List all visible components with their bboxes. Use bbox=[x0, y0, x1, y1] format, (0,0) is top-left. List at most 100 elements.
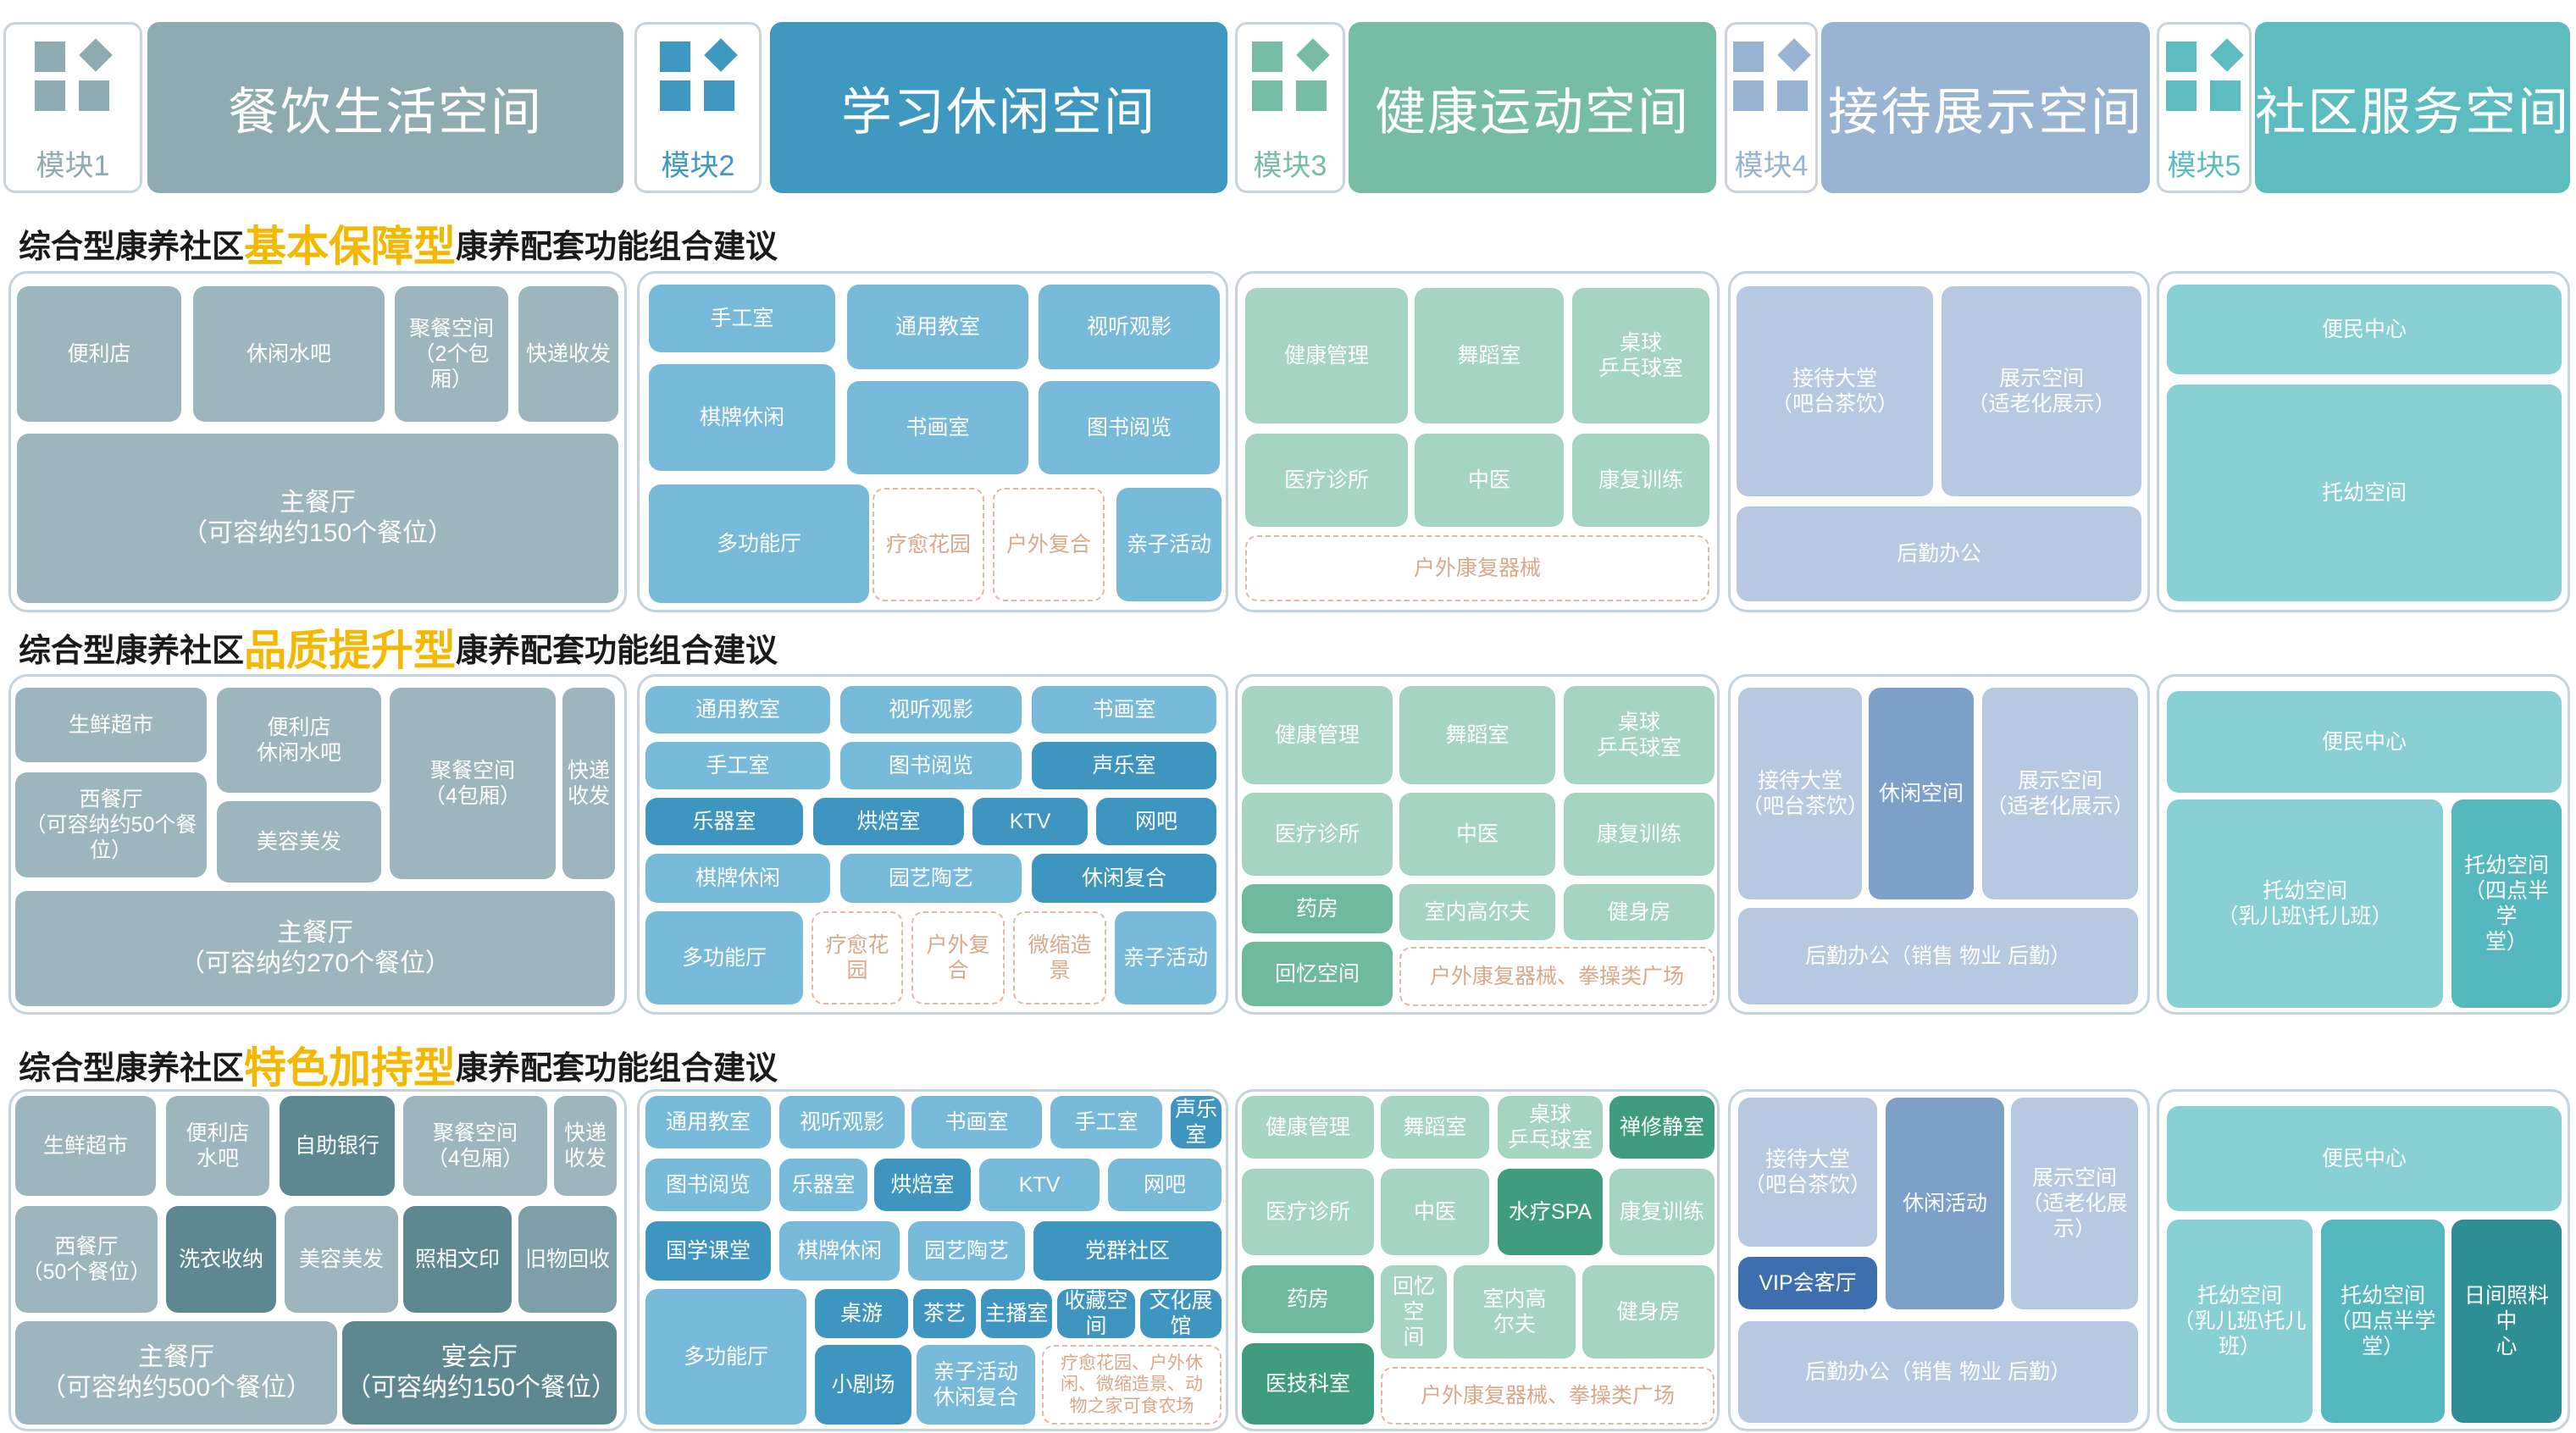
function-cell: 园艺陶艺 bbox=[840, 854, 1022, 903]
function-cell: KTV bbox=[972, 798, 1088, 845]
module-title: 健康运动空间 bbox=[1349, 22, 1716, 193]
function-cell: 手工室 bbox=[645, 742, 830, 789]
function-cell: 西餐厅（50个餐位） bbox=[15, 1206, 158, 1313]
function-cell: 健康管理 bbox=[1242, 1096, 1374, 1159]
function-cell: KTV bbox=[979, 1159, 1100, 1211]
function-cell: 快递收发 bbox=[554, 1096, 617, 1196]
function-cell: 聚餐空间（4包厢） bbox=[403, 1096, 547, 1196]
function-cell: VIP会客厅 bbox=[1738, 1257, 1877, 1309]
square-icon bbox=[35, 80, 65, 111]
function-cell: 康复训练 bbox=[1564, 793, 1715, 876]
function-cell: 回忆空间 bbox=[1381, 1265, 1447, 1358]
function-cell: 书画室 bbox=[1032, 686, 1216, 733]
function-cell: 健康管理 bbox=[1242, 686, 1393, 784]
section-title: 综合型康养社区基本保障型康养配套功能组合建议 bbox=[19, 213, 866, 273]
function-cell: 亲子活动休闲复合 bbox=[917, 1345, 1035, 1425]
function-cell: 中医 bbox=[1381, 1169, 1489, 1255]
function-cell: 乐器室 bbox=[645, 798, 803, 845]
function-cell: 中医 bbox=[1399, 793, 1555, 876]
function-cell: 多功能厅 bbox=[645, 911, 803, 1004]
function-cell: 手工室 bbox=[1050, 1096, 1162, 1148]
function-cell: 茶艺 bbox=[913, 1289, 976, 1338]
diamond-icon bbox=[79, 38, 113, 72]
module-icon-2: 模块2 bbox=[634, 22, 762, 193]
function-cell: 接待大堂（吧台茶饮） bbox=[1738, 688, 1869, 899]
square-icon bbox=[1733, 41, 1764, 72]
function-cell: 便利店水吧 bbox=[166, 1096, 269, 1196]
section-title-highlight: 特色加持型 bbox=[244, 1044, 457, 1092]
section-title-prefix: 综合型康养社区 bbox=[19, 229, 245, 265]
function-cell: 棋牌休闲 bbox=[649, 364, 835, 471]
function-cell: 便利店休闲水吧 bbox=[217, 688, 381, 793]
function-cell: 展示空间（适老化展示） bbox=[1982, 688, 2138, 899]
function-cell: 西餐厅（可容纳约50个餐位） bbox=[15, 772, 207, 877]
function-cell: 医技科室 bbox=[1242, 1343, 1374, 1425]
function-cell: 康复训练 bbox=[1572, 434, 1709, 527]
section-title: 综合型康养社区特色加持型康养配套功能组合建议 bbox=[19, 1035, 866, 1094]
function-cell: 托幼空间（乳儿班\托儿班） bbox=[2167, 1220, 2313, 1423]
square-icon bbox=[1777, 80, 1808, 111]
function-cell: 托幼空间（四点半学堂） bbox=[2451, 799, 2562, 1008]
square-icon bbox=[660, 41, 690, 72]
square-icon bbox=[704, 80, 734, 111]
function-cell: 美容美发 bbox=[217, 801, 381, 882]
function-cell: 网吧 bbox=[1108, 1159, 1222, 1211]
diamond-icon bbox=[1296, 38, 1330, 72]
function-cell: 乐器室 bbox=[779, 1159, 867, 1211]
function-cell: 棋牌休闲 bbox=[645, 854, 830, 903]
section-title-suffix: 康养配套功能组合建议 bbox=[456, 633, 778, 669]
function-cell: 户外复合 bbox=[993, 488, 1105, 601]
function-cell: 室内高尔夫 bbox=[1399, 884, 1555, 940]
module-label: 模块2 bbox=[661, 150, 735, 182]
section-title-highlight: 基本保障型 bbox=[244, 223, 457, 270]
square-icon bbox=[1733, 80, 1764, 111]
function-cell: 小剧场 bbox=[815, 1345, 911, 1425]
diamond-icon bbox=[1777, 38, 1811, 72]
function-cell: 中医 bbox=[1415, 434, 1564, 527]
function-cell: 通用教室 bbox=[645, 1096, 771, 1148]
function-cell: 便民中心 bbox=[2167, 285, 2562, 374]
function-cell: 展示空间（适老化展示） bbox=[2011, 1098, 2138, 1309]
function-cell: 便利店 bbox=[17, 286, 181, 422]
function-cell: 宴会厅（可容纳约150个餐位） bbox=[342, 1321, 617, 1425]
function-cell: 网吧 bbox=[1096, 798, 1216, 845]
function-cell: 休闲水吧 bbox=[193, 286, 385, 422]
function-cell: 医疗诊所 bbox=[1242, 793, 1393, 876]
function-cell: 棋牌休闲 bbox=[779, 1221, 900, 1281]
function-cell: 接待大堂（吧台茶饮） bbox=[1737, 286, 1933, 496]
function-cell: 户外康复器械、拳操类广场 bbox=[1381, 1367, 1715, 1425]
function-cell: 禅修静室 bbox=[1609, 1096, 1715, 1159]
function-cell: 休闲空间 bbox=[1869, 688, 1974, 899]
function-cell: 洗衣收纳 bbox=[166, 1206, 276, 1313]
function-cell: 水疗SPA bbox=[1498, 1169, 1603, 1255]
module-icon-3: 模块3 bbox=[1235, 22, 1345, 193]
function-cell: 托幼空间（四点半学堂） bbox=[2321, 1220, 2445, 1423]
function-cell: 视听观影 bbox=[1039, 285, 1220, 369]
diamond-icon bbox=[704, 38, 738, 72]
square-icon bbox=[1252, 41, 1282, 72]
section-title-suffix: 康养配套功能组合建议 bbox=[456, 1050, 778, 1087]
function-cell: 后勤办公（销售 物业 后勤） bbox=[1738, 908, 2138, 1004]
function-cell: 主餐厅（可容纳约150个餐位） bbox=[17, 434, 618, 603]
function-cell: 通用教室 bbox=[847, 285, 1028, 369]
function-cell: 接待大堂（吧台茶饮） bbox=[1738, 1098, 1877, 1247]
function-cell: 自助银行 bbox=[280, 1096, 395, 1196]
function-cell: 休闲复合 bbox=[1032, 854, 1216, 903]
module-title: 接待展示空间 bbox=[1821, 22, 2150, 193]
square-icon bbox=[660, 80, 690, 111]
function-cell: 回忆空间 bbox=[1242, 942, 1393, 1006]
function-cell: 舞蹈室 bbox=[1415, 288, 1564, 423]
function-cell: 药房 bbox=[1242, 1265, 1374, 1333]
section-title-suffix: 康养配套功能组合建议 bbox=[456, 229, 778, 265]
square-icon bbox=[2166, 41, 2197, 72]
function-cell: 烘焙室 bbox=[874, 1159, 971, 1211]
function-cell: 收藏空间 bbox=[1057, 1289, 1135, 1338]
function-cell: 声乐室 bbox=[1171, 1096, 1222, 1148]
function-cell: 健身房 bbox=[1564, 884, 1715, 940]
function-cell: 主播室 bbox=[981, 1289, 1052, 1338]
square-icon bbox=[2166, 80, 2197, 111]
function-cell: 托幼空间 bbox=[2167, 385, 2562, 601]
module-icon-5: 模块5 bbox=[2157, 22, 2252, 193]
square-icon bbox=[1296, 80, 1327, 111]
function-cell: 桌球乒乓球室 bbox=[1572, 288, 1709, 423]
